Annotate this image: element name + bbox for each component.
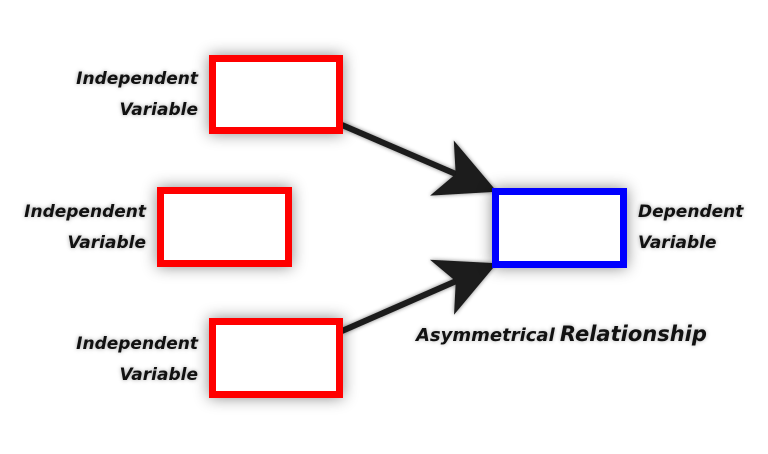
label-line2: Variable — [119, 100, 198, 120]
relationship-word1: Asymmetrical — [416, 325, 555, 346]
arrow-bottom — [340, 259, 497, 334]
label-line2: Variable — [119, 365, 198, 385]
label-line1: Dependent — [638, 202, 744, 222]
independent-variable-label-top: Independent Variable — [60, 64, 198, 126]
label-line1: Independent — [76, 69, 198, 89]
independent-variable-label-middle: Independent Variable — [8, 197, 146, 259]
relationship-word2: Relationship — [559, 322, 707, 346]
label-line2: Variable — [638, 233, 717, 253]
independent-variable-box-bottom — [209, 318, 343, 398]
dependent-variable-label: Dependent Variable — [638, 197, 758, 259]
independent-variable-box-middle — [157, 187, 292, 267]
dependent-variable-box — [492, 188, 627, 268]
independent-variable-box-top — [209, 55, 343, 134]
label-line2: Variable — [67, 233, 146, 253]
arrow-top — [340, 122, 498, 196]
label-line1: Independent — [24, 202, 146, 222]
label-line1: Independent — [76, 334, 198, 354]
relationship-caption: Asymmetrical Relationship — [416, 322, 707, 346]
independent-variable-label-bottom: Independent Variable — [60, 329, 198, 391]
